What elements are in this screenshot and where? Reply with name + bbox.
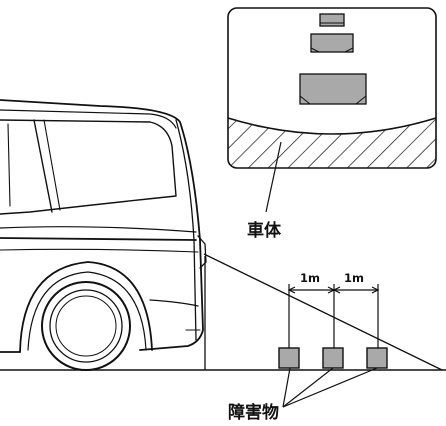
monitor-obstacle-middle (310, 33, 354, 53)
distance-label-2: 1m (344, 271, 364, 285)
vehicle-body-leader (265, 141, 282, 213)
distance-markers (287, 284, 380, 348)
monitor-obstacle-near (299, 73, 367, 105)
camera-view-upper-line (203, 253, 443, 371)
obstacles-label: 障害物 (228, 402, 279, 423)
obstacle-leaders (282, 367, 378, 408)
obstacle-block-1 (278, 347, 300, 369)
vehicle-body-label: 車体 (247, 220, 282, 241)
monitor-obstacle-far (319, 13, 345, 27)
obstacle-blocks (278, 347, 388, 369)
camera-monitor (227, 7, 437, 169)
distance-label-1: 1m (300, 271, 320, 285)
obstacle-block-2 (322, 347, 344, 369)
bumper-hatched-area (228, 118, 436, 168)
vehicle (0, 99, 207, 371)
obstacle-block-3 (366, 347, 388, 369)
